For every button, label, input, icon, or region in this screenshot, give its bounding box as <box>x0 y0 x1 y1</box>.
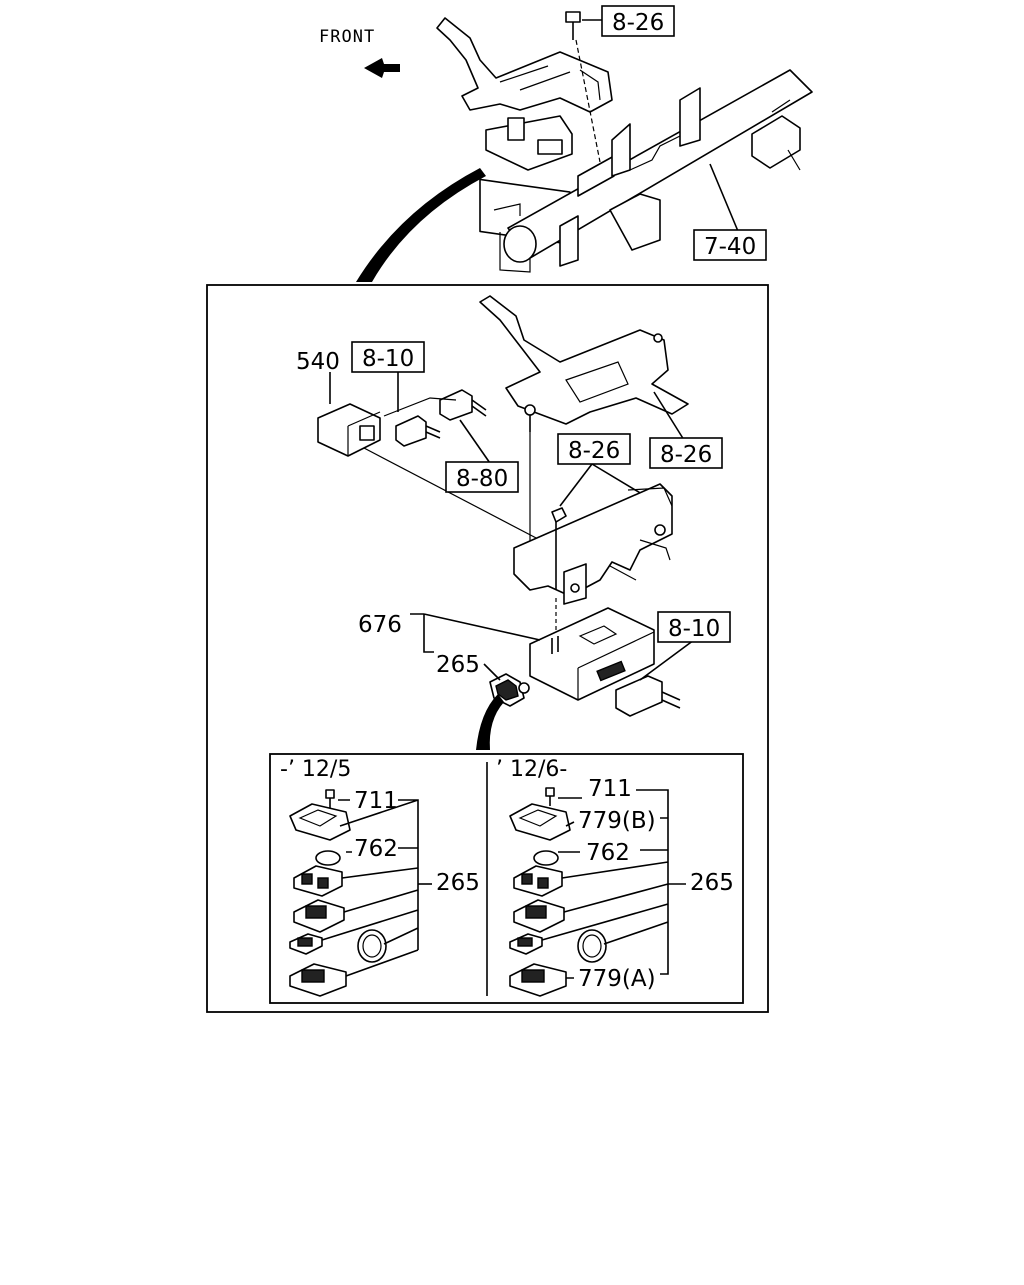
period-right: ’ 12/6- <box>496 757 567 782</box>
svg-text:8-80: 8-80 <box>456 466 508 492</box>
inset-frame <box>269 753 744 1004</box>
label-779b: 779(B) <box>578 808 656 834</box>
front-label: FRONT <box>319 27 375 47</box>
svg-text:8-10: 8-10 <box>362 346 414 372</box>
inset-left: -’ 12/5 711 762 265 <box>280 757 480 997</box>
label-676: 676 <box>358 612 402 638</box>
detail-arrow-icon <box>356 168 486 282</box>
top-bolt <box>565 11 601 163</box>
cross-member <box>493 69 813 273</box>
inset-right: ’ 12/6- 711 779(B) 762 265 779(A) <box>496 757 734 997</box>
key-fob <box>483 663 530 707</box>
label-265-right: 265 <box>690 870 734 896</box>
harness-connectors <box>363 370 541 541</box>
connector-lower <box>615 639 695 717</box>
label-762-right: 762 <box>586 840 630 866</box>
period-left: -’ 12/5 <box>280 757 351 782</box>
svg-text:8-26: 8-26 <box>612 10 664 36</box>
label-779a: 779(A) <box>578 966 656 992</box>
ref-8-10-upper: 8-10 <box>351 341 425 373</box>
front-indicator: FRONT <box>319 27 400 78</box>
label-265-key: 265 <box>436 652 480 678</box>
label-540: 540 <box>296 349 340 375</box>
front-arrow-icon <box>364 58 400 78</box>
inset-arrow-icon <box>476 694 504 750</box>
ecu-676: 676 265 <box>358 607 655 701</box>
svg-text:8-26: 8-26 <box>660 442 712 468</box>
svg-text:8-26: 8-26 <box>568 438 620 464</box>
ref-7-40: 7-40 <box>693 229 767 261</box>
ref-8-26-right: 8-26 <box>649 437 723 469</box>
ref-8-26-top: 8-26 <box>582 5 675 37</box>
relay-540: 540 <box>296 349 381 457</box>
svg-text:8-10: 8-10 <box>668 616 720 642</box>
ref-8-26-nut: 8-26 <box>557 433 653 507</box>
lower-mount-bracket <box>513 483 673 630</box>
ref-8-10-lower: 8-10 <box>657 611 731 643</box>
label-762-left: 762 <box>354 836 398 862</box>
svg-text:7-40: 7-40 <box>704 234 756 260</box>
label-711-right: 711 <box>588 776 632 802</box>
label-265-left: 265 <box>436 870 480 896</box>
detail-frame <box>206 284 769 1013</box>
ref-8-80: 8-80 <box>445 461 519 493</box>
label-711-left: 711 <box>354 788 398 814</box>
detail-upper-bracket <box>479 295 689 560</box>
